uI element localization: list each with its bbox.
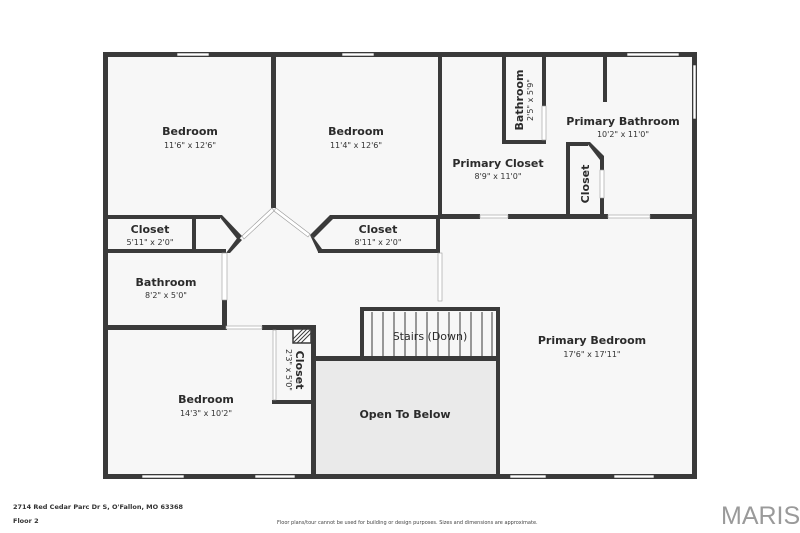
closet-w-name: Closet (131, 223, 170, 236)
bedroom-nw-name: Bedroom (162, 125, 218, 138)
walls (103, 52, 697, 479)
bathroom-small-name: Bathroom (513, 70, 526, 131)
windows (141, 52, 697, 479)
primary-bathroom-dims: 10'2" x 11'0" (597, 130, 649, 139)
closet-mid-dims: 8'11" x 2'0" (354, 238, 401, 247)
bathroom-small-dims: 2'5" x 5'9" (526, 79, 535, 121)
bathroom-w-dims: 8'2" x 5'0" (145, 291, 187, 300)
stairs-label: Stairs (Down) (393, 330, 468, 343)
primary-closet-name: Primary Closet (452, 157, 543, 170)
primary-closet-dims: 8'9" x 11'0" (474, 172, 521, 181)
bedroom-sw-dims: 14'3" x 10'2" (180, 409, 232, 418)
bedroom-n2-dims: 11'4" x 12'6" (330, 141, 382, 150)
closet-pb-name: Closet (579, 165, 592, 204)
footer-floor: Floor 2 (13, 517, 39, 525)
open-below-area (314, 359, 498, 476)
bathroom-w-name: Bathroom (136, 276, 197, 289)
closet-sw-dims: 2'3" x 5'0" (284, 349, 293, 391)
bedroom-sw-name: Bedroom (178, 393, 234, 406)
closet-mid-name: Closet (359, 223, 398, 236)
door-openings (221, 105, 651, 401)
primary-bedroom-name: Primary Bedroom (538, 334, 646, 347)
footer-address: 2714 Red Cedar Parc Dr S, O'Fallon, MO 6… (13, 503, 184, 511)
open-below-label: Open To Below (359, 408, 450, 421)
footer-disclaimer: Floor plans/tour cannot be used for buil… (277, 520, 538, 526)
closet-sw-name: Closet (293, 351, 306, 390)
bedroom-n2-name: Bedroom (328, 125, 384, 138)
primary-bedroom-dims: 17'6" x 17'11" (563, 350, 620, 359)
brand-logo: MARIS (721, 502, 800, 530)
stairs-treads (371, 312, 493, 357)
closet-w-dims: 5'11" x 2'0" (126, 238, 173, 247)
primary-bathroom-name: Primary Bathroom (566, 115, 679, 128)
bedroom-nw-dims: 11'6" x 12'6" (164, 141, 216, 150)
hatched-box (292, 328, 312, 344)
